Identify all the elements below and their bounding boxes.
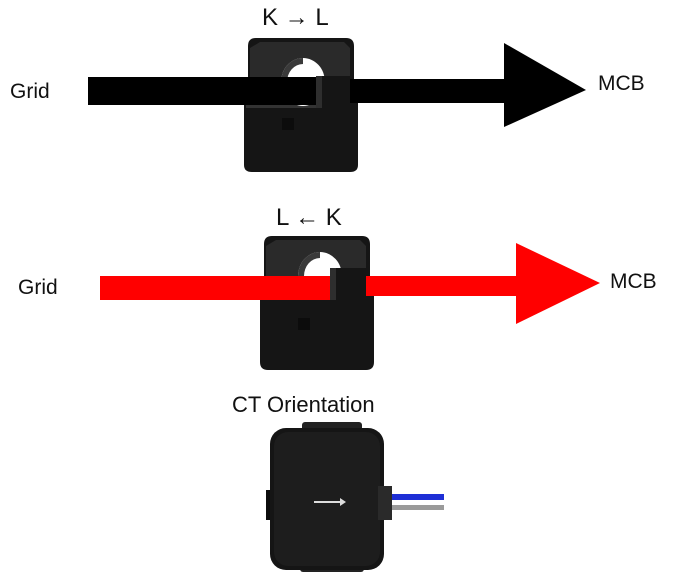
grid-label-1: Grid (10, 80, 50, 103)
arrow-red-shaft-right (366, 243, 600, 324)
ct-sensor-top-view (266, 422, 392, 572)
direction-label-k-to-l: K → L (262, 4, 329, 31)
ct-k-to-l-arrow-icon (314, 498, 346, 506)
ct-clamp-middle-front (330, 268, 374, 300)
grid-label-2: Grid (18, 276, 58, 299)
arrow-black (88, 77, 316, 105)
direction-label-l-from-k: L ← K (276, 204, 342, 231)
mcb-label-2: MCB (610, 270, 657, 293)
ct-cable (392, 494, 444, 510)
ct-clamp-top-front (316, 76, 358, 108)
ct-orientation-title: CT Orientation (232, 392, 375, 417)
mcb-label-1: MCB (598, 72, 645, 95)
ct-clamp-middle (260, 236, 374, 370)
arrow-black-shaft-right (350, 43, 586, 127)
arrow-red (100, 276, 330, 300)
